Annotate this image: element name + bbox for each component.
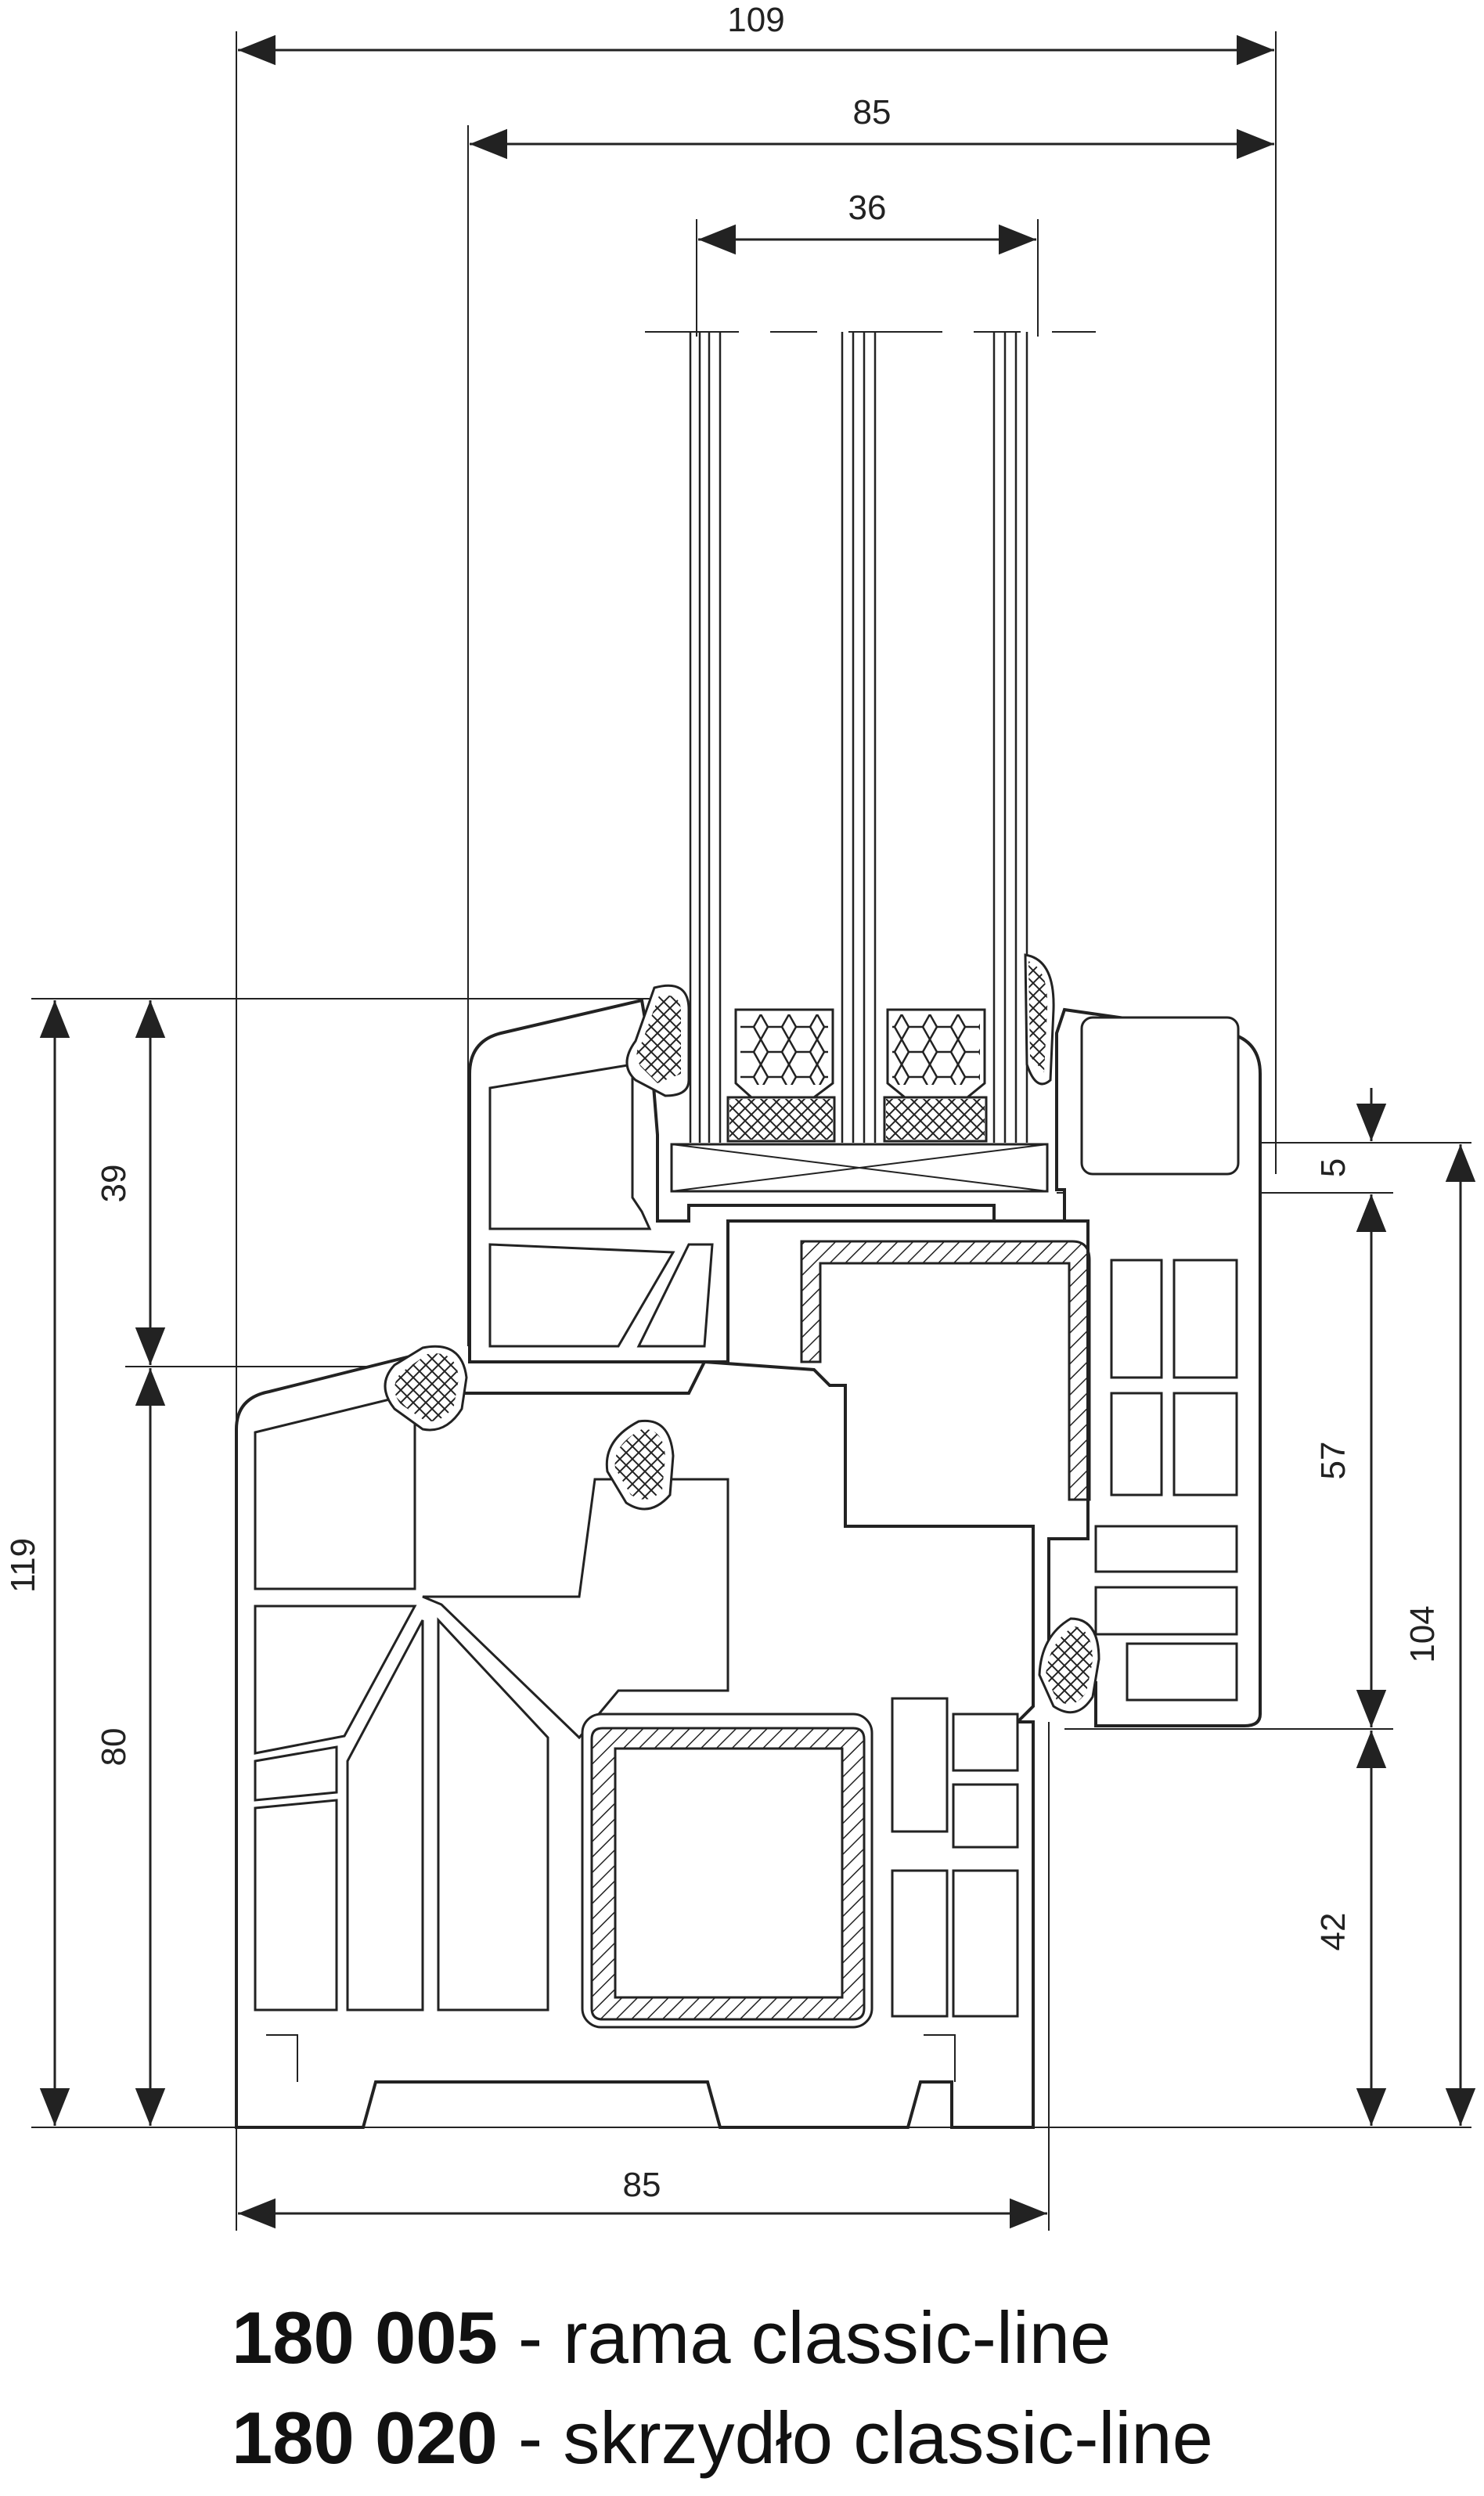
dim-glass-thickness: 36 bbox=[848, 189, 887, 227]
dim-glazing-offset: 5 bbox=[1314, 1158, 1353, 1177]
dimension-labels: 109 85 36 85 119 39 80 5 57 104 42 bbox=[4, 1, 1442, 2204]
glazing-unit bbox=[645, 331, 1096, 1193]
dimension-lines bbox=[39, 34, 1476, 2229]
dim-frame-height: 80 bbox=[95, 1728, 133, 1767]
caption-frame: 180 005 - rama classic-line bbox=[232, 2301, 1453, 2375]
dim-sash-depth: 57 bbox=[1314, 1442, 1353, 1480]
caption-frame-description: - rama classic-line bbox=[497, 2296, 1111, 2379]
window-profile-cross-section: 109 85 36 85 119 39 80 5 57 104 42 bbox=[4, 1, 1476, 2231]
sash-profile bbox=[468, 953, 1262, 1727]
dim-frame-depth: 42 bbox=[1314, 1913, 1353, 1951]
caption-sash: 180 020 - skrzydło classic-line bbox=[232, 2401, 1453, 2475]
dim-frame-width: 85 bbox=[623, 2166, 661, 2204]
frame-profile bbox=[235, 1345, 1100, 2129]
dim-total-height: 119 bbox=[4, 1538, 42, 1593]
dim-total-width: 109 bbox=[727, 1, 784, 39]
caption-frame-code: 180 005 bbox=[232, 2296, 498, 2379]
caption-sash-code: 180 020 bbox=[232, 2397, 498, 2479]
dim-glass-frame-width: 85 bbox=[853, 93, 891, 131]
dim-combined-depth: 104 bbox=[1403, 1605, 1442, 1662]
caption-sash-description: - skrzydło classic-line bbox=[497, 2397, 1213, 2479]
dim-sash-height: 39 bbox=[95, 1165, 133, 1203]
